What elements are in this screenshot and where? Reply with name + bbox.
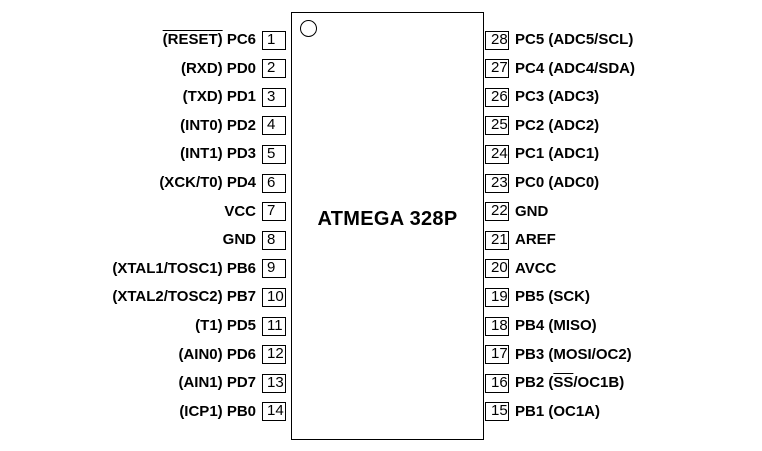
pin-label: PB3 (MOSI/OC2) (515, 345, 632, 363)
pin-number: 5 (262, 144, 286, 164)
chip-body (291, 12, 484, 440)
pin-number: 27 (485, 59, 509, 79)
pin-number: 25 (485, 116, 509, 136)
pin-label-prefix: PB2 ( (515, 374, 554, 392)
pin-number: 8 (262, 230, 286, 250)
pin-number: 13 (262, 373, 286, 393)
pin-label: PC5 (ADC5/SCL) (515, 31, 634, 48)
pin-label: (AIN1) PD7 (178, 374, 256, 392)
pin-number: 19 (485, 287, 509, 307)
pin-label: AREF (515, 231, 556, 249)
pin-label: PB2 (SS/OC1B) (515, 374, 624, 392)
pin-label: AVCC (515, 259, 557, 277)
pin-label: (RESET) PC6 (163, 31, 256, 49)
pin-label: PC4 (ADC4/SDA) (515, 59, 636, 77)
pin-label: PC2 (ADC2) (515, 116, 600, 134)
pin-label-overlined: (RESET) (162, 31, 223, 48)
chip-name: ATMEGA 328P (317, 208, 458, 230)
pin-label: GND (515, 202, 549, 220)
pin-label-main: PC6 (226, 31, 256, 48)
pin-number: 28 (485, 30, 509, 50)
pin-label: (XTAL1/TOSC1) PB6 (112, 259, 256, 277)
pin-number: 1 (262, 30, 286, 50)
pin-label: GND (222, 231, 256, 249)
pin-number: 7 (262, 202, 286, 222)
pin-label: PB5 (SCK) (515, 288, 591, 306)
pin-label: (TXD) PD1 (182, 88, 256, 106)
pin-label: PB4 (MISO) (515, 317, 597, 334)
pin-number: 10 (262, 287, 286, 307)
pin-label: (INT0) PD2 (180, 116, 256, 134)
pin-number: 14 (262, 402, 286, 422)
pin-number: 4 (262, 116, 286, 136)
pin-number: 17 (485, 345, 509, 365)
pin-label: PC3 (ADC3) (515, 88, 600, 106)
pin-number: 11 (262, 316, 286, 336)
pin-number: 9 (262, 259, 286, 279)
pin-label: PC1 (ADC1) (515, 145, 600, 163)
pin-number: 24 (485, 144, 509, 164)
pin-number: 21 (485, 230, 509, 250)
pin-label: (XTAL2/TOSC2) PB7 (112, 288, 256, 306)
pin-label: VCC (224, 202, 256, 220)
pin-label: (XCK/T0) PD4 (159, 174, 256, 191)
pin-label: (RXD) PD0 (180, 59, 256, 77)
pin-label: (T1) PD5 (195, 317, 256, 334)
pin-number: 18 (485, 316, 509, 336)
pin-label-suffix: /OC1B) (573, 374, 625, 392)
pin-label: (INT1) PD3 (180, 145, 256, 163)
pin-number: 16 (485, 373, 509, 393)
pin-number: 6 (262, 173, 286, 193)
pin-number: 12 (262, 345, 286, 365)
pin-number: 15 (485, 402, 509, 422)
pin-number: 2 (262, 59, 286, 79)
pin-number: 22 (485, 202, 509, 222)
pin-label: PB1 (OC1A) (515, 402, 601, 420)
pin-number: 26 (485, 87, 509, 107)
pin-label: PC0 (ADC0) (515, 174, 600, 191)
pin-label: (ICP1) PB0 (179, 402, 256, 420)
pin-number: 23 (485, 173, 509, 193)
pin-label: (AIN0) PD6 (178, 345, 256, 363)
pin-number: 3 (262, 87, 286, 107)
pin-label-overlined: SS (553, 374, 574, 392)
pin-number: 20 (485, 259, 509, 279)
pin1-notch-marker (300, 20, 317, 37)
